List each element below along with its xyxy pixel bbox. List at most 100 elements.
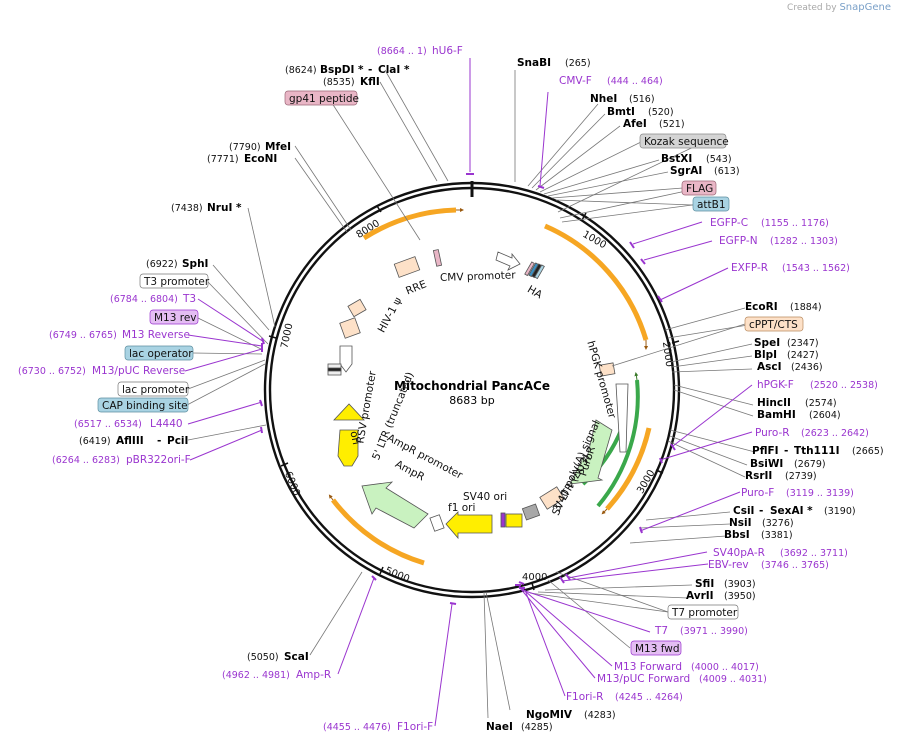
box-gp41: gp41 peptide (284, 90, 359, 106)
svg-text:T3 promoter: T3 promoter (143, 276, 210, 288)
tick-mark-7000 (268, 335, 277, 339)
primer-egfpn-name: EGFP-N (719, 235, 758, 247)
enzyme-pcii-name: PciI (167, 435, 188, 447)
enzyme-hincii-pos: (2574) (805, 398, 837, 409)
boxed-labels: gp41 peptide Kozak sequence FLAG attB1 c… (97, 90, 804, 656)
primer-ampr-range: (4962 .. 4981) (222, 670, 290, 681)
primer-purof-name: Puro-F (741, 487, 774, 499)
box-lac-operator: lac operator (124, 345, 194, 361)
enzyme-econi-pos: (7771) (207, 154, 239, 165)
enzyme-blpi-name: BlpI (754, 349, 777, 361)
primer-m13rev-name: M13 Reverse (122, 329, 190, 341)
tick-7000: 7000 (279, 322, 295, 349)
enzyme-asci-name: AscI (757, 361, 782, 373)
cmv-promoter-arrow (495, 251, 521, 271)
enzyme-sgrai-name: SgrAI (670, 165, 702, 177)
primer-m13puc-name: M13/pUC Forward (597, 673, 690, 685)
box-cap-binding-site: CAP binding site (97, 397, 189, 413)
primer-ampr-name: Amp-R (296, 669, 331, 681)
enzyme-ecori-pos: (1884) (790, 302, 822, 313)
primer-pbr-name: pBR322ori-F (126, 454, 191, 466)
svg-text:-: - (157, 435, 161, 447)
enzyme-csii-pos: (3190) (824, 506, 856, 517)
enzyme-tth111i-name: Tth111I (794, 445, 839, 457)
primer-egfpc-name: EGFP-C (710, 217, 748, 229)
box-m13-rev: M13 rev (149, 309, 199, 325)
enzyme-pflfi-name: PflFI (752, 445, 779, 457)
enzyme-rsrii-pos: (2739) (785, 471, 817, 482)
svg-text:gp41 peptide: gp41 peptide (289, 93, 359, 105)
svg-text:-: - (368, 64, 372, 76)
primer-l4440-name: L4440 (150, 418, 183, 430)
enzyme-econi-name: EcoNI (244, 153, 277, 165)
primer-leaders (184, 58, 753, 727)
primer-m13pucr-name: M13/pUC Reverse (92, 365, 185, 377)
primer-m13fwd-range: (4000 .. 4017) (691, 662, 759, 673)
enzyme-sphi-pos: (6922) (146, 259, 178, 270)
ha-tag-block (524, 261, 545, 280)
svg-text:cPPT/CTS: cPPT/CTS (749, 319, 798, 331)
primer-puror-range: (2623 .. 2642) (801, 428, 869, 439)
enzyme-bsiwi-name: BsiWI (750, 458, 783, 470)
ampr-promoter-box (429, 514, 445, 532)
enzyme-leaders (186, 69, 756, 719)
primer-sv40par-range: (3692 .. 3711) (780, 548, 848, 559)
enzyme-bspdi-pos: (8624) (285, 65, 317, 76)
svg-text:lac operator: lac operator (129, 348, 193, 360)
enzyme-bmti-name: BmtI (607, 106, 635, 118)
enzyme-nrui-name: NruI * (207, 202, 242, 214)
cppt-box (598, 362, 616, 377)
label-ha: HA (525, 283, 545, 301)
box-t7-promoter: T7 promoter (667, 604, 739, 620)
snapgene-logo-text: SnapGene (839, 2, 891, 13)
primer-m13puc-range: (4009 .. 4031) (699, 674, 767, 685)
arc-cmv-egfp (544, 223, 649, 341)
plasmid-length: 8683 bp (449, 394, 494, 407)
enzyme-kfli-pos: (8535) (323, 77, 355, 88)
enzyme-nrui-pos: (7438) (171, 203, 203, 214)
enzyme-bbsi-pos: (3381) (761, 530, 793, 541)
box-cppt: cPPT/CTS (744, 316, 804, 332)
label-f1ori: f1 ori (448, 502, 475, 514)
box-t3-promoter: T3 promoter (139, 273, 210, 289)
enzyme-naei-pos: (4285) (521, 722, 553, 733)
enzyme-bamhi-name: BamHI (757, 409, 796, 421)
enzyme-spei-pos: (2347) (787, 338, 819, 349)
enzyme-sfii-pos: (3903) (724, 579, 756, 590)
rre-box (393, 256, 421, 278)
label-ori: ori (347, 430, 362, 446)
sv40pa-box (521, 503, 541, 521)
box-attb1: attB1 (692, 196, 730, 212)
primer-l4440-range: (6517 .. 6534) (74, 419, 142, 430)
plasmid-name: Mitochondrial PancACe (394, 379, 550, 393)
tick-mark-8000 (376, 205, 382, 213)
enzyme-snabi-pos: (265) (565, 58, 591, 69)
svg-text:-: - (784, 445, 788, 457)
label-rsv: RSV promoter (354, 370, 379, 445)
label-rre: RRE (404, 278, 428, 297)
label-hiv: HIV-1 ψ (376, 295, 405, 335)
svg-text:M13 rev: M13 rev (154, 312, 197, 324)
primer-t7-name: T7 (654, 625, 668, 637)
enzyme-spei-name: SpeI (754, 337, 780, 349)
primer-puror-name: Puro-R (755, 427, 790, 439)
primer-t7-range: (3971 .. 3990) (680, 626, 748, 637)
tick-mark-2000 (671, 340, 680, 344)
enzyme-sfii-name: SfiI (695, 578, 714, 590)
snapgene-credit: Created by SnapGene (787, 2, 891, 13)
enzyme-ecori-name: EcoRI (745, 301, 778, 313)
primer-cmvf-name: CMV-F (559, 75, 592, 87)
ampr-arrow (361, 481, 429, 529)
enzyme-pflfi-pos: (2665) (852, 446, 884, 457)
box-m13-fwd: M13 fwd (630, 640, 682, 656)
tick-2000: 2000 (660, 341, 674, 368)
primer-hpgkf-name: hPGK-F (757, 379, 794, 391)
credit-prefix: Created by (787, 3, 837, 13)
primer-egfpn-range: (1282 .. 1303) (770, 236, 838, 247)
enzyme-clai-name: ClaI * (378, 64, 410, 76)
hiv-psi-box (347, 298, 367, 318)
enzyme-mfei-name: MfeI (265, 141, 291, 153)
enzyme-avrii-name: AvrII (686, 590, 714, 602)
enzyme-bstxi-name: BstXI (661, 153, 692, 165)
